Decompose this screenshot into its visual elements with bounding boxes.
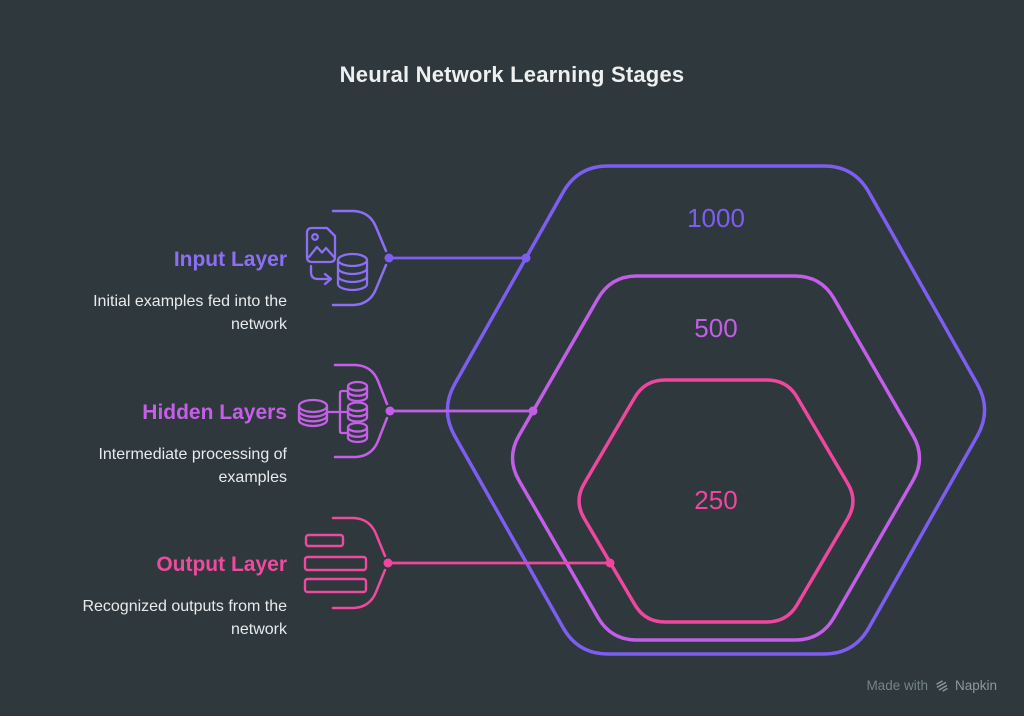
output-brace [331, 516, 387, 610]
hidden-connector-dot-left [385, 406, 395, 416]
stage-hidden-description: Intermediate processing of examples [98, 446, 287, 486]
arrow-right-icon [309, 264, 332, 281]
output-connector-dot-right [605, 558, 615, 568]
made-with-text: Made with [866, 678, 928, 693]
napkin-logo-icon [936, 680, 948, 692]
input-connector-dot-right [521, 253, 531, 263]
image-icon [305, 226, 337, 264]
database-icon [336, 252, 369, 292]
output-connector-line [383, 558, 615, 568]
stage-hidden-label: Hidden Layers [142, 401, 287, 424]
stage-output: Output Layer Recognized outputs from the… [0, 552, 287, 641]
input-connector-dot-left [384, 253, 394, 263]
diagram-title: Neural Network Learning Stages [339, 62, 685, 87]
stage-output-label: Output Layer [156, 553, 287, 576]
hexagon-middle [510, 274, 922, 642]
stage-input: Input Layer Initial examples fed into th… [0, 247, 287, 336]
input-brace [331, 209, 388, 307]
stage-output-description: Recognized outputs from the network [82, 598, 287, 638]
hexagon-outer [445, 164, 987, 656]
hexagon-value-middle: 500 [694, 313, 738, 343]
stage-input-label: Input Layer [173, 248, 287, 271]
output-connector-dot-left [383, 558, 393, 568]
footer-attribution: Made with Napkin [866, 678, 997, 693]
output-bars-icon [303, 533, 368, 594]
image-to-database-icon [305, 226, 369, 292]
hidden-connector-dot-right [528, 406, 538, 416]
napkin-brand-text: Napkin [954, 678, 997, 693]
database-main-icon [297, 398, 329, 428]
stage-hidden: Hidden Layers Intermediate processing of… [0, 400, 287, 489]
hexagon-value-outer: 1000 [687, 203, 745, 233]
hidden-brace [333, 363, 389, 459]
input-connector-line [384, 253, 531, 263]
hidden-connector-line [385, 406, 538, 416]
branch-lines [325, 389, 350, 435]
database-branch-icon [297, 380, 369, 444]
hexagon-inner [577, 378, 855, 624]
hexagon-value-inner: 250 [694, 485, 738, 515]
stage-input-description: Initial examples fed into the network [93, 293, 287, 333]
